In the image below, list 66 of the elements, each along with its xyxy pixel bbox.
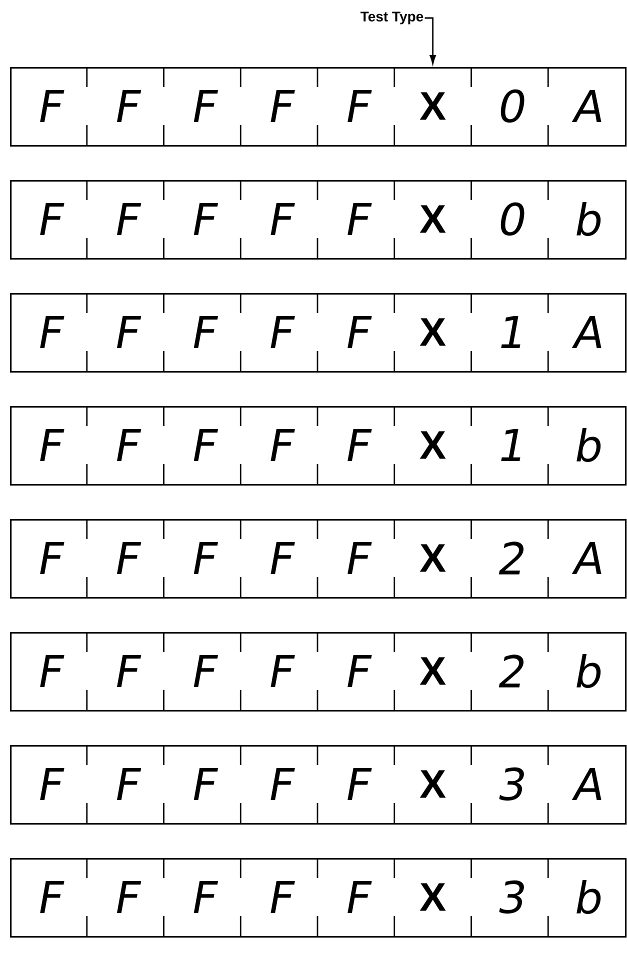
display-character: 1 — [501, 316, 520, 348]
display-character: F — [194, 316, 218, 348]
arrow — [424, 17, 436, 64]
display-character: F — [116, 654, 142, 688]
display-character: F — [116, 428, 142, 462]
display-character: F — [194, 202, 218, 236]
display-character: F — [270, 654, 295, 688]
display-character: b — [576, 654, 601, 688]
display-character: F — [270, 90, 295, 122]
display-character: F — [270, 542, 295, 574]
display-character: 0 — [500, 202, 524, 236]
display-character: F — [194, 880, 218, 914]
display-character: 3 — [499, 880, 524, 914]
display-character: F — [116, 542, 142, 574]
display-character: F — [348, 880, 372, 914]
display-character: 2 — [498, 542, 524, 574]
display-character: F — [270, 428, 295, 462]
display-character: A — [572, 768, 602, 800]
display-character: b — [576, 428, 601, 462]
display-character: X — [420, 657, 446, 685]
display-character: F — [270, 880, 295, 914]
display-character: F — [40, 316, 64, 348]
display-character: F — [194, 654, 218, 688]
display-character: 1 — [501, 428, 520, 462]
display-character: F — [40, 428, 64, 462]
display-character: F — [40, 768, 64, 800]
display-character: F — [40, 202, 64, 236]
display-character: F — [194, 90, 218, 122]
display-character: F — [270, 768, 295, 800]
display-character: F — [348, 316, 372, 348]
display-character: b — [576, 880, 601, 914]
display-character: F — [348, 768, 372, 800]
display-character: A — [572, 316, 602, 348]
display-character: X — [420, 883, 446, 911]
display-character: 2 — [498, 654, 524, 688]
display-character: F — [116, 202, 142, 236]
display-character: F — [270, 316, 295, 348]
callout-label: Test Type — [360, 12, 424, 24]
display-character: X — [420, 770, 446, 798]
display-character: F — [116, 768, 142, 800]
display-character: F — [270, 202, 295, 236]
display-character: X — [420, 544, 446, 572]
display-character: F — [194, 428, 218, 462]
display-character: F — [116, 880, 142, 914]
display-character: F — [40, 880, 64, 914]
display-character: X — [420, 431, 446, 459]
display-character: F — [40, 654, 64, 688]
display-character: X — [420, 205, 446, 233]
display-character: F — [40, 542, 64, 574]
display-character: X — [420, 318, 446, 346]
display-character: 3 — [499, 767, 524, 801]
display-character: F — [348, 202, 372, 236]
display-character: F — [194, 542, 218, 574]
display-character: A — [572, 90, 602, 122]
display-character: b — [576, 202, 601, 236]
display-character: F — [116, 90, 142, 122]
display-character: F — [116, 316, 142, 348]
display-character: F — [348, 654, 372, 688]
display-character: A — [572, 542, 602, 574]
display-character: F — [348, 90, 372, 122]
display-character: F — [348, 428, 372, 462]
display-character: X — [420, 92, 446, 120]
display-character: F — [348, 542, 372, 574]
display-character: 0 — [500, 89, 524, 123]
display-character: F — [194, 768, 218, 800]
display-character: F — [40, 90, 64, 122]
